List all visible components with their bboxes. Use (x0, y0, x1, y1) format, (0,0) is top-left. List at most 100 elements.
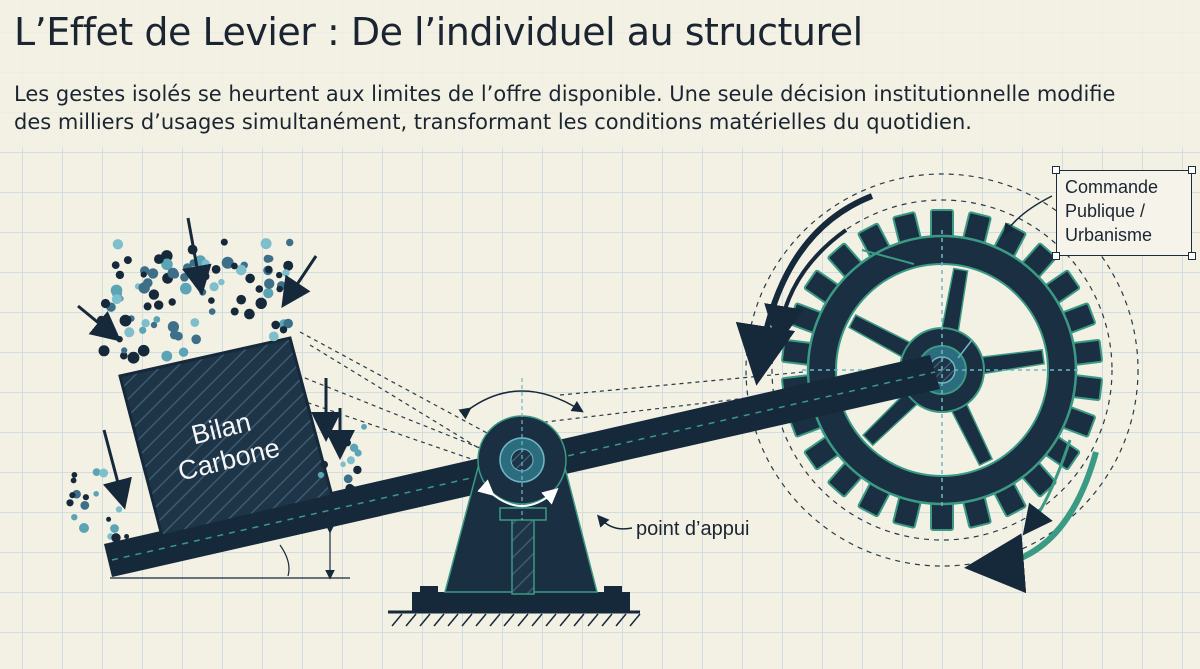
particle (127, 351, 140, 364)
particle (282, 269, 290, 277)
leader-lines (597, 195, 1053, 530)
particle (255, 285, 264, 293)
particle (100, 298, 111, 309)
particle (161, 258, 173, 271)
label-corner-tl (1052, 166, 1060, 174)
particle (199, 288, 207, 296)
particle (92, 468, 101, 476)
particle (345, 483, 355, 493)
particle (137, 344, 150, 357)
particle (110, 284, 123, 297)
particle (220, 238, 228, 246)
particle (99, 468, 109, 478)
particle (236, 294, 246, 305)
particle (66, 499, 74, 507)
particle (263, 288, 274, 299)
particle (354, 449, 362, 457)
particle (244, 308, 255, 320)
bilan-carbone-block (118, 336, 334, 538)
particle (341, 433, 349, 441)
particle (71, 472, 78, 478)
particle (167, 267, 179, 279)
page-title: L’Effet de Levier : De l’individuel au s… (14, 10, 863, 54)
particle (168, 298, 176, 306)
particle (112, 239, 124, 250)
particle (121, 347, 128, 354)
particle (180, 282, 192, 295)
pressure-arrow-icon (77, 217, 355, 510)
particle (147, 268, 159, 279)
particle (161, 350, 173, 362)
particle-cloud (66, 238, 367, 543)
particle (150, 321, 158, 329)
particle (98, 345, 110, 357)
particle (231, 262, 238, 270)
particle (265, 265, 273, 274)
particle (343, 474, 353, 484)
particle (276, 285, 284, 293)
particle (82, 494, 89, 501)
particle (69, 492, 76, 499)
particle (111, 294, 122, 305)
label-corner-br (1188, 252, 1196, 260)
particle (191, 334, 201, 345)
particle (143, 302, 152, 311)
particle (283, 260, 294, 271)
point-appui-label: point d’appui (636, 518, 750, 540)
particle (340, 461, 346, 468)
particle (230, 307, 239, 316)
particle (208, 308, 216, 315)
particle (211, 265, 221, 274)
rotation-arrow-icon (458, 390, 584, 420)
particle (139, 326, 147, 334)
header-band (0, 0, 1200, 148)
particle (245, 273, 255, 284)
particle (353, 465, 362, 475)
box-line-1: Commande (1065, 177, 1159, 197)
particle (271, 320, 281, 330)
particle (260, 238, 272, 250)
particle (266, 255, 274, 263)
particle (71, 514, 78, 521)
particle (208, 297, 215, 304)
particle (110, 524, 119, 533)
particle (235, 264, 247, 276)
ground (388, 610, 641, 627)
particle (268, 331, 279, 342)
particle (218, 278, 225, 286)
particle (183, 263, 192, 273)
box-line-3: Urbanisme (1065, 225, 1153, 245)
gear-icon (781, 209, 1103, 531)
particle (255, 297, 267, 309)
particle (80, 501, 90, 510)
particle (115, 270, 125, 280)
label-corner-tr (1188, 166, 1196, 174)
page-subtitle: Les gestes isolés se heurtent aux limite… (14, 80, 1184, 136)
particle (361, 423, 367, 430)
particle (167, 321, 179, 333)
fulcrum-icon (412, 378, 630, 612)
particle (178, 347, 189, 357)
particle (79, 523, 89, 533)
particle (276, 271, 283, 279)
particle (180, 273, 189, 282)
commande-publique-label: Commande Publique / Urbanisme (1056, 170, 1192, 256)
angle-marks (110, 524, 350, 580)
particle (174, 331, 183, 341)
particle (154, 300, 164, 310)
particle (201, 259, 210, 268)
particle (93, 491, 99, 497)
particle (123, 256, 132, 265)
particle (116, 336, 123, 343)
particle (154, 254, 164, 264)
particle (320, 460, 329, 469)
particle (317, 471, 324, 479)
particle (106, 516, 112, 522)
particle (221, 256, 234, 269)
particle (140, 271, 147, 278)
particle (124, 327, 135, 338)
particle (264, 278, 275, 289)
particle (283, 318, 294, 329)
particle (111, 533, 121, 543)
